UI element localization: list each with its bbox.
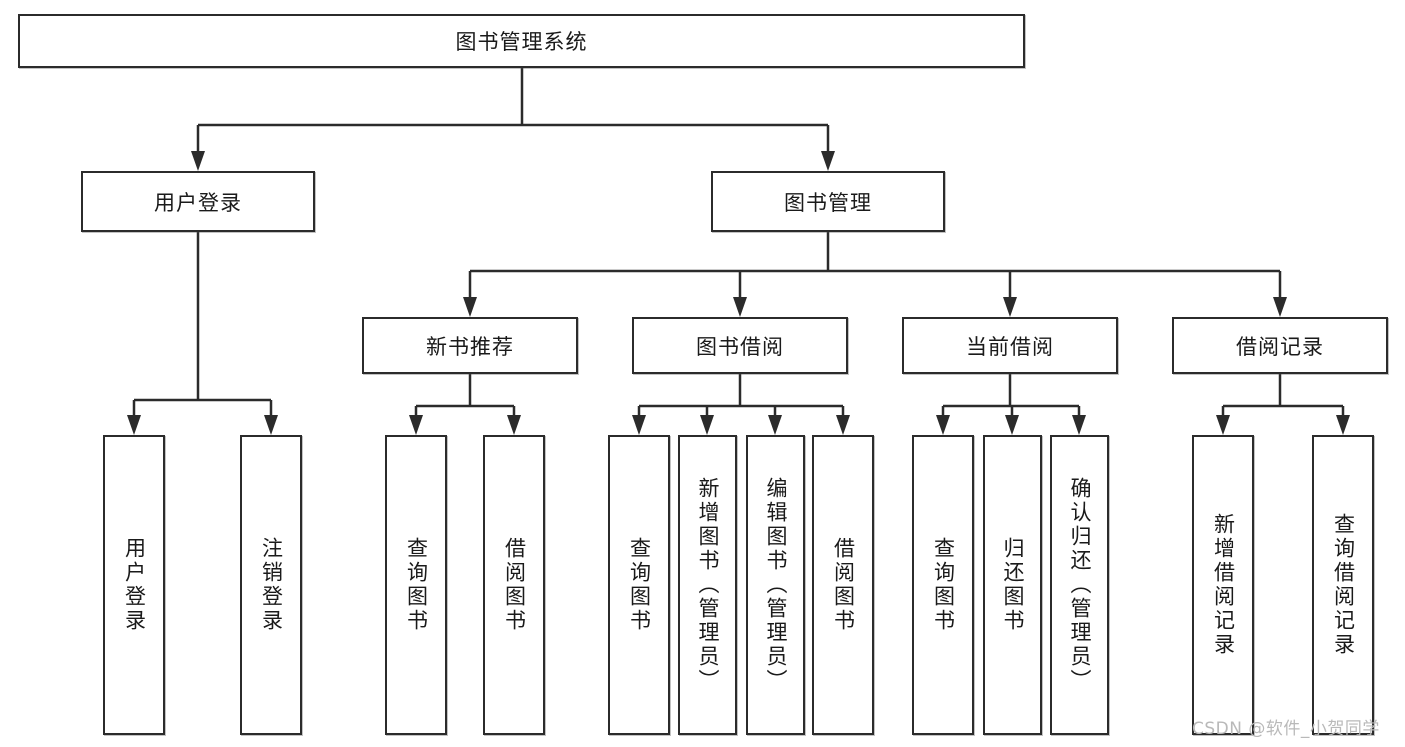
c-user-login-arrowhead-1 xyxy=(264,415,278,435)
c-new-book-rec-arrowhead-0 xyxy=(409,415,423,435)
c-user-login-arrowhead-0 xyxy=(127,415,141,435)
c-book-borrow-arrowhead-1 xyxy=(700,415,714,435)
node-label-book-borrow: 图书借阅 xyxy=(696,334,784,359)
node-user-login[interactable]: 用户登录 xyxy=(81,171,315,232)
node-label-leaf-borrow-book-2: 借阅图书 xyxy=(831,537,856,633)
c-current-borrow-arrowhead-1 xyxy=(1005,415,1019,435)
node-leaf-edit-book[interactable]: 编辑图书（管理员） xyxy=(746,435,805,735)
node-label-root: 图书管理系统 xyxy=(455,30,588,54)
c-book-manage-arrowhead-0 xyxy=(463,297,477,317)
node-book-borrow[interactable]: 图书借阅 xyxy=(632,317,848,374)
c-current-borrow-arrowhead-2 xyxy=(1072,415,1086,435)
node-leaf-return-book[interactable]: 归还图书 xyxy=(983,435,1042,735)
c-book-manage-arrowhead-2 xyxy=(1003,297,1017,317)
node-leaf-add-record[interactable]: 新增借阅记录 xyxy=(1192,435,1254,735)
node-label-leaf-edit-book: 编辑图书（管理员） xyxy=(764,477,788,693)
node-label-leaf-confirm-return: 确认归还（管理员） xyxy=(1068,477,1092,693)
c-book-manage-arrowhead-1 xyxy=(733,297,747,317)
c-root-arrowhead-1 xyxy=(821,151,835,171)
node-label-leaf-user-login: 用户登录 xyxy=(122,537,147,633)
node-label-new-book-rec: 新书推荐 xyxy=(426,334,514,359)
node-label-leaf-query-book-3: 查询图书 xyxy=(931,537,956,633)
node-current-borrow[interactable]: 当前借阅 xyxy=(902,317,1118,374)
c-root-arrowhead-0 xyxy=(191,151,205,171)
node-label-leaf-add-book: 新增图书（管理员） xyxy=(696,477,720,693)
node-new-book-rec[interactable]: 新书推荐 xyxy=(362,317,578,374)
c-book-borrow-arrowhead-2 xyxy=(768,415,782,435)
node-leaf-borrow-book-1[interactable]: 借阅图书 xyxy=(483,435,545,735)
node-leaf-query-book-3[interactable]: 查询图书 xyxy=(912,435,974,735)
c-new-book-rec-arrowhead-1 xyxy=(507,415,521,435)
node-leaf-query-book-1[interactable]: 查询图书 xyxy=(385,435,447,735)
node-leaf-borrow-book-2[interactable]: 借阅图书 xyxy=(812,435,874,735)
c-book-manage-arrowhead-3 xyxy=(1273,297,1287,317)
c-current-borrow-arrowhead-0 xyxy=(936,415,950,435)
node-label-leaf-add-record: 新增借阅记录 xyxy=(1211,513,1236,657)
node-leaf-logout[interactable]: 注销登录 xyxy=(240,435,302,735)
c-book-borrow-arrowhead-3 xyxy=(836,415,850,435)
csdn-watermark: CSDN @软件_小贺同学 xyxy=(1192,719,1380,739)
node-borrow-record[interactable]: 借阅记录 xyxy=(1172,317,1388,374)
node-label-borrow-record: 借阅记录 xyxy=(1236,334,1324,359)
node-leaf-user-login[interactable]: 用户登录 xyxy=(103,435,165,735)
c-book-borrow-arrowhead-0 xyxy=(632,415,646,435)
node-label-leaf-logout: 注销登录 xyxy=(259,537,284,633)
node-label-leaf-query-record: 查询借阅记录 xyxy=(1331,513,1356,657)
node-root[interactable]: 图书管理系统 xyxy=(18,14,1025,68)
c-borrow-record-arrowhead-1 xyxy=(1336,415,1350,435)
node-label-user-login: 用户登录 xyxy=(154,190,242,215)
node-book-manage[interactable]: 图书管理 xyxy=(711,171,945,232)
node-leaf-query-record[interactable]: 查询借阅记录 xyxy=(1312,435,1374,735)
node-label-leaf-return-book: 归还图书 xyxy=(1001,537,1025,633)
node-leaf-confirm-return[interactable]: 确认归还（管理员） xyxy=(1050,435,1109,735)
node-label-leaf-query-book-1: 查询图书 xyxy=(404,537,429,633)
node-label-leaf-query-book-2: 查询图书 xyxy=(627,537,652,633)
node-label-leaf-borrow-book-1: 借阅图书 xyxy=(502,537,527,633)
node-label-current-borrow: 当前借阅 xyxy=(966,334,1054,359)
node-label-book-manage: 图书管理 xyxy=(784,190,872,215)
node-leaf-add-book[interactable]: 新增图书（管理员） xyxy=(678,435,737,735)
node-leaf-query-book-2[interactable]: 查询图书 xyxy=(608,435,670,735)
c-borrow-record-arrowhead-0 xyxy=(1216,415,1230,435)
